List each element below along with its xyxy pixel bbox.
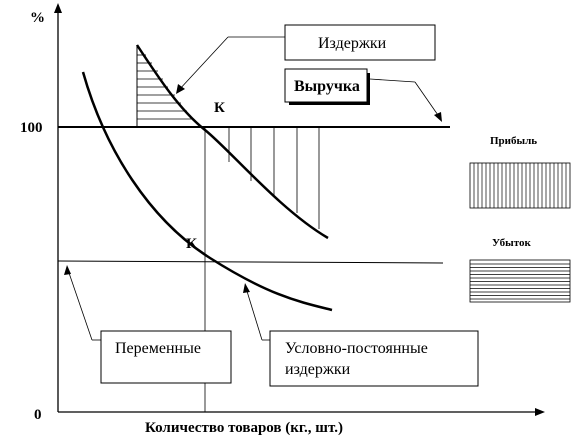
total-costs-curve [135, 44, 329, 240]
legend-loss-hatch [470, 263, 570, 300]
tick-100: 100 [20, 120, 43, 136]
legend-loss-label: Убыток [492, 237, 532, 249]
revenue-pointer-diagonal [414, 81, 441, 119]
legend-profit-label: Прибыль [490, 135, 537, 147]
origin-label: 0 [34, 407, 42, 423]
costs-pointer-diagonal [177, 36, 229, 92]
legend-loss-swatch [469, 259, 571, 303]
variable-costs-line [57, 260, 444, 264]
breakeven-point-upper: К [214, 100, 225, 116]
fixed-pointer-diagonal [245, 287, 263, 341]
fixed-box-label-line2: издержки [285, 361, 351, 378]
revenue-box-label: Выручка [294, 78, 360, 95]
fixed-box [269, 330, 479, 387]
variable-box-label: Переменные [115, 340, 201, 357]
variable-pointer-diagonal [67, 269, 93, 341]
revenue-box-shadow-bottom [289, 102, 370, 105]
legend-profit-hatch [473, 163, 567, 208]
profit-hatch [228, 127, 320, 229]
revenue-pointer [369, 78, 416, 83]
fixed-box-label-line1: Условно-постоянные [285, 340, 428, 357]
fixed-pointer-arrow [243, 283, 250, 293]
y-axis-label: % [30, 10, 45, 26]
x-axis-label: Количество товаров (кг., шт.) [145, 420, 343, 436]
variable-pointer-arrow [64, 265, 71, 275]
costs-pointer-arrow [176, 84, 185, 94]
loss-hatch [137, 54, 193, 120]
breakeven-point-lower: К [186, 236, 197, 252]
variable-box [100, 330, 232, 384]
costs-box-label: Издержки [318, 35, 387, 52]
fixed-costs-curve [81, 71, 333, 312]
legend-profit-swatch [469, 162, 571, 209]
costs-box [284, 24, 436, 61]
revenue-pointer-arrow [434, 112, 442, 122]
y-axis-arrow [54, 3, 62, 13]
x-axis-arrow [535, 408, 545, 416]
revenue-box-shadow [367, 73, 370, 105]
